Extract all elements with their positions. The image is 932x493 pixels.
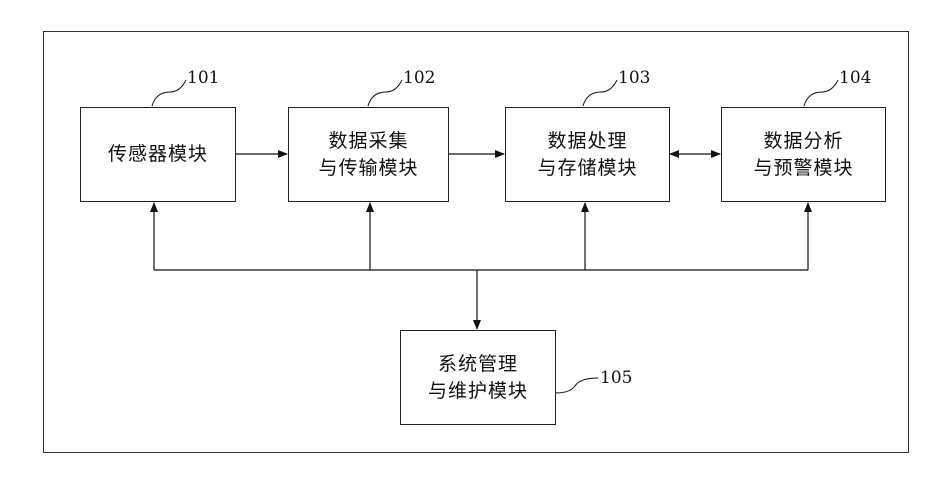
- sensor-module-box: 传感器模块: [80, 107, 236, 202]
- module-105-line-1: 系统管理: [438, 351, 518, 378]
- module-104-line-1: 数据分析: [763, 128, 843, 155]
- leader-101: [152, 80, 186, 106]
- ref-label-101: 101: [187, 68, 219, 88]
- ref-label-105: 105: [600, 368, 632, 388]
- ref-label-102: 102: [403, 68, 435, 88]
- ref-label-104: 104: [839, 68, 871, 88]
- module-102-line-2: 与传输模块: [318, 155, 418, 182]
- leader-102: [368, 80, 402, 106]
- module-103-line-1: 数据处理: [547, 128, 627, 155]
- leader-103: [583, 80, 617, 106]
- module-103-line-2: 与存储模块: [537, 155, 637, 182]
- module-102-line-1: 数据采集: [328, 128, 408, 155]
- module-104-line-2: 与预警模块: [753, 155, 853, 182]
- analysis-warning-module-box: 数据分析 与预警模块: [721, 107, 886, 202]
- ref-label-103: 103: [618, 68, 650, 88]
- leader-105: [555, 378, 598, 393]
- module-101-line-1: 传感器模块: [108, 141, 208, 168]
- processing-storage-module-box: 数据处理 与存储模块: [505, 107, 670, 202]
- module-105-line-2: 与维护模块: [428, 378, 528, 405]
- system-management-module-box: 系统管理 与维护模块: [400, 330, 556, 425]
- acquisition-transmission-module-box: 数据采集 与传输模块: [288, 107, 449, 202]
- leader-104: [804, 80, 838, 106]
